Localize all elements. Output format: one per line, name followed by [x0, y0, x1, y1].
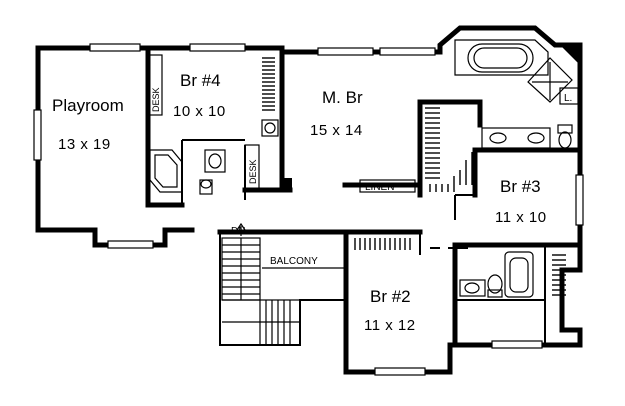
desk-left-label: DESK [151, 87, 161, 112]
br2-name: Br #2 [370, 287, 411, 306]
exterior-walls [35, 25, 583, 375]
br3-name: Br #3 [500, 177, 541, 196]
br3-size: 11 x 10 [495, 209, 547, 226]
staircase [221, 222, 301, 346]
windows [33, 43, 584, 376]
linen-closet [359, 179, 416, 193]
hall-bath [459, 251, 534, 298]
playroom-name: Playroom [52, 96, 124, 115]
down-label: DN. [231, 226, 248, 237]
shower-stall [527, 45, 580, 105]
br4-bath [199, 119, 292, 195]
br2-size: 11 x 12 [364, 317, 416, 334]
closet-hatch [262, 57, 566, 296]
linen-label: LINEN [365, 182, 394, 193]
desk-right-label: DESK [248, 159, 258, 184]
br4-size: 10 x 10 [173, 103, 226, 120]
master-tub [454, 39, 549, 76]
balcony-label: BALCONY [270, 256, 318, 267]
mbr-name: M. Br [322, 88, 363, 107]
playroom-size: 13 x 19 [58, 136, 111, 153]
interior-walls [145, 45, 583, 348]
master-vanity [481, 124, 573, 149]
playroom-fixtures [147, 54, 183, 193]
mbr-size: 15 x 14 [310, 122, 363, 139]
laundry-label: L. [564, 93, 572, 104]
br4-name: Br #4 [180, 71, 221, 90]
desk-right [244, 144, 260, 191]
